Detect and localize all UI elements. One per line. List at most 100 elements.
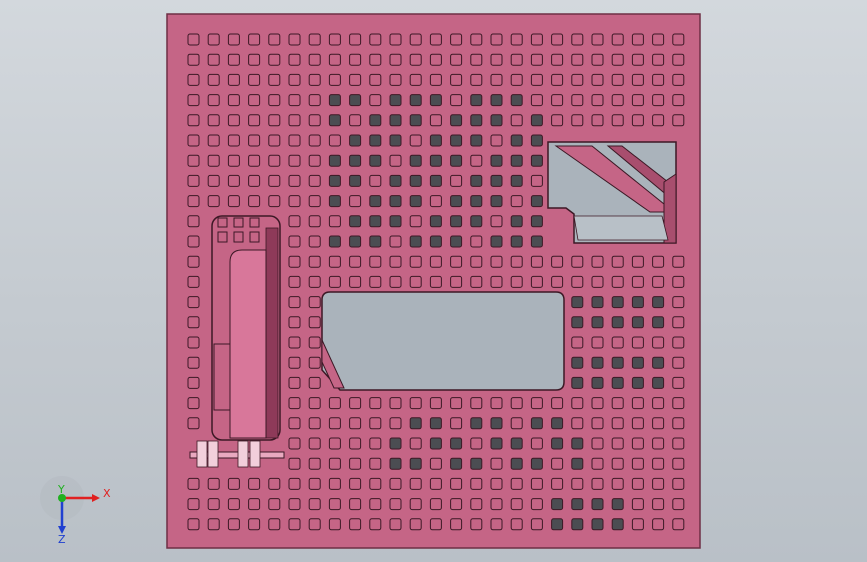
perforation-hole <box>227 73 240 86</box>
perforation-hole <box>450 477 463 490</box>
perforation-hole <box>490 275 503 288</box>
perforation-hole <box>288 518 301 531</box>
perforation-hole <box>207 174 220 187</box>
hole-grid <box>187 33 685 531</box>
perforation-hole <box>207 53 220 66</box>
perforation-hole <box>349 235 362 248</box>
perforation-hole <box>470 235 483 248</box>
perforation-hole <box>429 518 442 531</box>
perforation-hole <box>571 114 584 127</box>
bottom-left-bar[interactable] <box>189 440 285 468</box>
perforation-hole <box>591 397 604 410</box>
perforation-hole <box>389 275 402 288</box>
perforation-hole <box>652 53 665 66</box>
perforation-hole <box>490 33 503 46</box>
perforation-hole <box>389 195 402 208</box>
perforation-hole <box>611 498 624 511</box>
perforation-hole <box>450 33 463 46</box>
perforation-hole <box>268 518 281 531</box>
perforation-hole <box>591 316 604 329</box>
perforation-hole <box>288 114 301 127</box>
perforation-hole <box>571 94 584 107</box>
perforation-hole <box>470 498 483 511</box>
perforation-hole <box>470 114 483 127</box>
perforation-hole <box>187 356 200 369</box>
perforation-hole <box>450 457 463 470</box>
perforation-hole <box>510 275 523 288</box>
perforation-hole <box>288 33 301 46</box>
perforation-hole <box>187 154 200 167</box>
perforation-hole <box>248 518 261 531</box>
perforation-hole <box>429 498 442 511</box>
perforation-hole <box>490 235 503 248</box>
perforation-hole <box>530 154 543 167</box>
perforation-hole <box>187 255 200 268</box>
perforation-hole <box>611 73 624 86</box>
perforation-hole <box>429 437 442 450</box>
upper-right-pocket[interactable] <box>547 141 677 244</box>
perforation-hole <box>349 275 362 288</box>
perforation-hole <box>429 33 442 46</box>
perforation-hole <box>652 296 665 309</box>
perforation-hole <box>571 498 584 511</box>
perforation-hole <box>187 417 200 430</box>
perforation-hole <box>308 477 321 490</box>
perforation-hole <box>349 457 362 470</box>
perforation-hole <box>248 114 261 127</box>
perforation-hole <box>672 275 685 288</box>
perforation-hole <box>187 53 200 66</box>
y-axis-dot <box>58 494 66 502</box>
perforation-hole <box>450 498 463 511</box>
perforation-hole <box>288 498 301 511</box>
perforation-hole <box>308 518 321 531</box>
perforation-hole <box>248 134 261 147</box>
perforation-hole <box>308 397 321 410</box>
perforation-hole <box>349 437 362 450</box>
perforation-hole <box>551 94 564 107</box>
perforation-hole <box>510 33 523 46</box>
perforation-hole <box>207 114 220 127</box>
perforation-hole <box>530 134 543 147</box>
perforation-hole <box>672 477 685 490</box>
perforation-hole <box>450 94 463 107</box>
perforation-hole <box>308 336 321 349</box>
perforation-hole <box>571 397 584 410</box>
perforation-hole <box>248 33 261 46</box>
left-slot[interactable] <box>211 215 281 441</box>
perforation-hole <box>490 94 503 107</box>
perforation-hole <box>631 114 644 127</box>
perforation-hole <box>288 376 301 389</box>
perforation-hole <box>631 94 644 107</box>
perforation-hole <box>268 94 281 107</box>
perforation-hole <box>308 255 321 268</box>
perforation-hole <box>551 437 564 450</box>
z-axis-arrow <box>58 526 66 534</box>
perforation-hole <box>308 33 321 46</box>
perforation-hole <box>672 397 685 410</box>
perforation-hole <box>490 518 503 531</box>
perforation-hole <box>652 73 665 86</box>
perforation-hole <box>631 296 644 309</box>
perforation-hole <box>207 154 220 167</box>
perforation-hole <box>288 336 301 349</box>
perforation-hole <box>328 174 341 187</box>
perforation-hole <box>450 215 463 228</box>
perforation-hole <box>591 376 604 389</box>
perforation-hole <box>308 235 321 248</box>
perforation-hole <box>248 73 261 86</box>
perforation-hole <box>409 397 422 410</box>
perforation-hole <box>349 94 362 107</box>
center-cutout[interactable] <box>321 291 565 391</box>
perforation-hole <box>328 518 341 531</box>
perforation-hole <box>551 477 564 490</box>
perforation-hole <box>530 195 543 208</box>
perforation-hole <box>268 477 281 490</box>
perforation-hole <box>369 417 382 430</box>
perforation-hole <box>308 134 321 147</box>
perforation-hole <box>288 296 301 309</box>
perforation-hole <box>369 53 382 66</box>
perforation-hole <box>530 397 543 410</box>
perforation-hole <box>571 336 584 349</box>
